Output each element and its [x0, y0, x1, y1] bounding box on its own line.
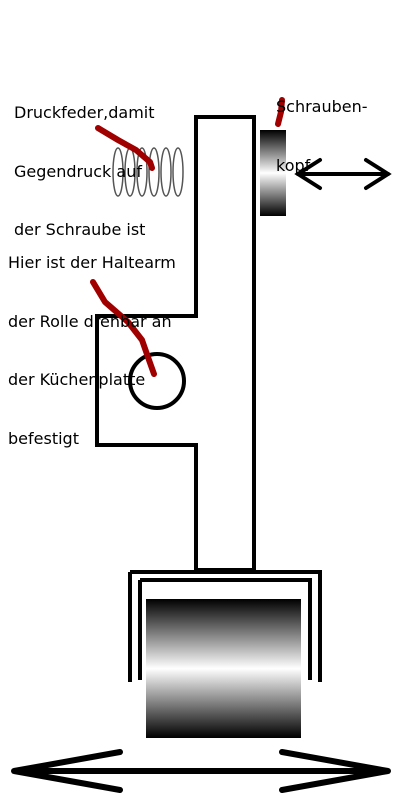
screw-head-label: Schrauben- kopf	[276, 58, 368, 195]
spring-label-line-2: Gegendruck auf	[14, 161, 142, 181]
pivot-label-line-4: befestigt	[8, 428, 79, 448]
holding-arm	[95, 115, 256, 572]
spring-label: Druckfeder,damit Gegendruck auf der Schr…	[14, 64, 155, 259]
roller-bracket-outer	[128, 570, 322, 682]
double-arrow-icon	[11, 749, 391, 793]
double-arrow-icon	[294, 158, 392, 190]
annotation-line-pivot	[90, 279, 157, 377]
annotation-lines	[90, 97, 285, 377]
roller-cylinder	[146, 599, 301, 738]
annotation-line-spring	[95, 125, 155, 171]
screw-head	[260, 130, 286, 216]
pivot-label-line-2: der Rolle drehbar an	[8, 311, 172, 331]
annotation-line-screw	[275, 97, 285, 127]
pivot-label-line-1: Hier ist der Haltearm	[8, 253, 176, 272]
screw-head-label-line-1: Schrauben-	[276, 97, 368, 116]
pivot-label-line-3: der Küchenplatte	[8, 370, 146, 389]
spring-label-line-3: der Schraube ist	[14, 220, 146, 239]
roller-bracket-inner	[138, 578, 312, 680]
pivot-label: Hier ist der Haltearm der Rolle drehbar …	[8, 214, 176, 468]
pivot-circle	[128, 352, 186, 410]
screw-head-label-line-2: kopf	[276, 155, 311, 175]
spring-label-line-1: Druckfeder,damit	[14, 103, 155, 122]
